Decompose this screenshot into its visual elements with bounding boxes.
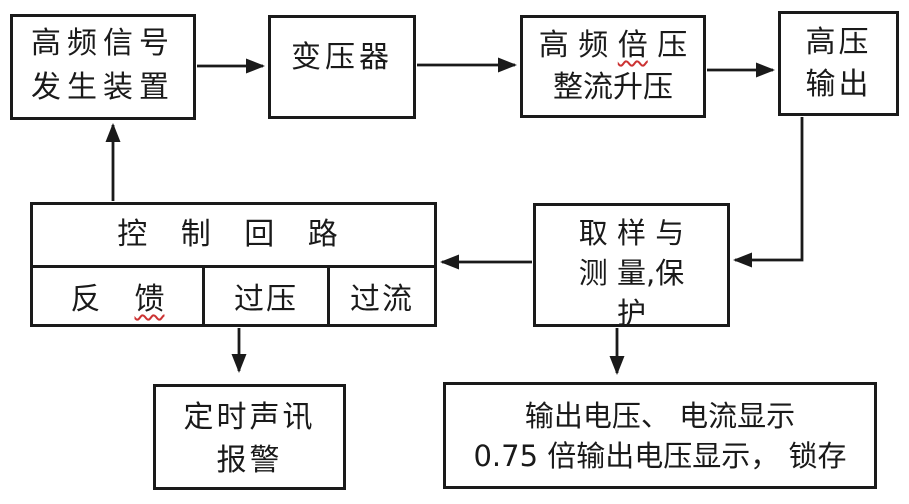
alarm-line2: 报警: [216, 443, 283, 478]
box-sampling-measure: 取 样 与 测 量,保 护: [533, 203, 730, 327]
hv-output-line2: 输出: [805, 67, 872, 102]
display-line1: 输出电压、 电流显示: [524, 399, 796, 433]
box-signal-generator: 高频信号 发生装置: [10, 14, 196, 120]
doubler-text-post: 压: [647, 28, 688, 63]
feedback-text: 反: [70, 282, 101, 317]
arrow-hvoutput-to-sampling: [733, 117, 804, 268]
box-control-loop: 控 制 回 路 反馈 过压 过流: [30, 202, 437, 327]
alarm-line1: 定时声讯: [183, 400, 316, 435]
sampling-line3-clipped: 护: [616, 296, 646, 327]
transformer-label: 变压器: [291, 40, 393, 75]
display-line2: 0.75 倍输出电压显示， 锁存: [473, 439, 847, 473]
box-voltage-doubler: 高 频 倍 压 整流升压: [520, 15, 706, 118]
cell-overcurrent: 过流: [327, 268, 434, 324]
signal-generator-line1: 高频信号: [31, 26, 175, 61]
signal-generator-line2: 发生装置: [31, 70, 175, 105]
voltage-doubler-line1: 高 频 倍 压: [523, 25, 703, 67]
box-timed-audio-alarm: 定时声讯 报警: [153, 384, 346, 490]
cell-feedback: 反馈: [33, 268, 202, 324]
cell-overvoltage: 过压: [202, 268, 327, 324]
voltage-doubler-line2: 整流升压: [553, 70, 673, 105]
box-hv-output: 高压 输出: [778, 11, 899, 116]
feedback-text-spellcheck: 馈: [134, 282, 165, 317]
control-loop-cells: 反馈 过压 过流: [33, 268, 434, 324]
box-voltage-current-display: 输出电压、 电流显示 0.75 倍输出电压显示， 锁存: [443, 382, 877, 489]
doubler-text-pre: 高 频: [538, 28, 618, 63]
doubler-text-spellcheck: 倍: [617, 28, 648, 63]
sampling-line2: 测 量,保: [578, 256, 685, 290]
hv-output-line1: 高压: [805, 25, 872, 60]
sampling-line1: 取 样 与: [578, 216, 685, 250]
box-transformer: 变压器: [268, 15, 416, 119]
control-loop-header: 控 制 回 路: [33, 205, 434, 268]
